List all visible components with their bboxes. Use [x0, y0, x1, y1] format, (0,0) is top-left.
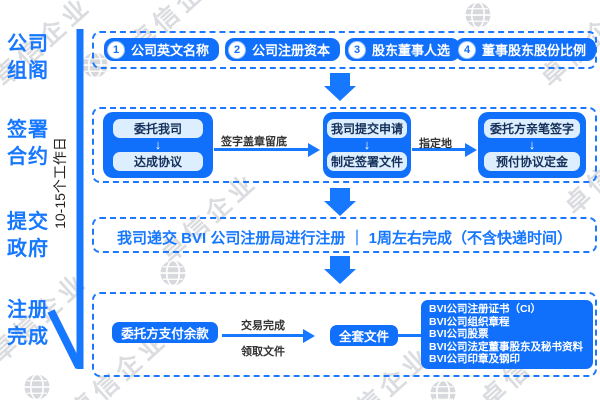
plan-item-label: 公司注册资本 [252, 43, 331, 58]
sign-step: 预付协议定金 [484, 152, 580, 171]
plan-item-share-ratio: 4 董事股东股份比例 [455, 38, 597, 61]
arrow-label-designated-place: 指定地 [419, 138, 452, 150]
arrow-label-collect-documents: 领取文件 [241, 346, 285, 358]
document-item: BVI公司法定董事股东及秘书资料 [429, 340, 584, 353]
small-down-arrow-icon: ↓ [154, 137, 162, 152]
full-document-set-pill: 全套文件 [330, 325, 398, 346]
sign-step: 委托我司 [113, 119, 203, 138]
globe-watermark-icon [465, 1, 491, 29]
plan-item-shareholders-directors: 3 股东董事人选 [345, 38, 461, 61]
down-arrow-icon [330, 73, 350, 86]
document-item: BVI公司印章及钢印 [429, 353, 521, 366]
sign-step: 我司提交申请 [327, 119, 407, 138]
stage-label-line: 政府 [7, 238, 49, 260]
document-item: BVI公司股票 [429, 328, 489, 341]
sign-dashed-box [92, 107, 597, 183]
arrow-head-icon [303, 329, 315, 343]
stage-label-line: 公司 [7, 33, 49, 55]
globe-watermark-icon [160, 259, 186, 287]
submit-statement: 我司递交 BVI 公司注册局进行注册 ｜ 1周左右完成（不含快递时间） [116, 230, 573, 247]
step-number-badge: 1 [107, 40, 125, 59]
pay-balance-pill: 委托方支付余款 [112, 322, 218, 343]
step-number-badge: 2 [228, 40, 246, 59]
down-arrow-icon [324, 201, 356, 216]
document-item: BVI公司组织章程 [429, 315, 510, 328]
stage-label-line: 签署 [7, 119, 49, 141]
stage-label-line: 注册 [7, 299, 49, 321]
submit-dashed-box [92, 217, 597, 253]
plan-item-label: 董事股东股份比例 [482, 43, 587, 58]
complete-dashed-box [92, 292, 597, 377]
sign-group-client-sign: 委托方亲笔签字 ↓ 预付协议定金 [478, 112, 586, 178]
document-list-box: BVI公司注册证书（CI） BVI公司组织章程 BVI公司股票 BVI公司法定董… [421, 300, 593, 369]
globe-watermark-icon [24, 373, 50, 400]
stage-label-company-setup: 公司 组阁 [7, 31, 53, 85]
sign-step: 达成协议 [113, 152, 203, 171]
step-number-badge: 3 [348, 40, 366, 59]
globe-watermark-icon [430, 379, 456, 400]
arrow-line [412, 148, 466, 151]
plan-item-label: 股东董事人选 [372, 43, 451, 58]
arrow-head-icon [308, 143, 320, 157]
stage-label-line: 组阁 [7, 60, 49, 82]
plan-item-english-name: 1 公司英文名称 [104, 38, 220, 61]
arrow-label-deal-done: 交易完成 [241, 320, 285, 332]
arrow-head-icon [465, 143, 477, 157]
down-arrow-icon [324, 269, 356, 284]
timeline-arrow [47, 29, 84, 369]
stage-label-submit-government: 提交 政府 [7, 209, 53, 263]
arrow-line [214, 148, 309, 151]
small-down-arrow-icon: ↓ [528, 137, 536, 152]
arrow-label-sign-stamp: 签字盖章留底 [221, 136, 287, 148]
stage-label-line: 提交 [7, 211, 49, 233]
down-arrow-icon [324, 86, 356, 101]
sign-group-entrust: 委托我司 ↓ 达成协议 [103, 112, 213, 178]
stage-label-registration-complete: 注册 完成 [7, 297, 53, 351]
sign-step: 制定签署文件 [327, 152, 407, 171]
step-number-badge: 4 [458, 40, 476, 59]
sign-step: 委托方亲笔签字 [484, 119, 580, 138]
plan-item-registered-capital: 2 公司注册资本 [225, 38, 341, 61]
sign-group-apply: 我司提交申请 ↓ 制定签署文件 [323, 112, 411, 178]
stage-label-line: 合约 [7, 146, 49, 168]
down-arrow-icon [330, 188, 350, 201]
down-arrow-icon [330, 256, 350, 269]
arrow-line [222, 334, 304, 337]
stage-label-line: 完成 [7, 326, 49, 348]
document-item: BVI公司注册证书（CI） [429, 303, 542, 316]
connector-line [397, 334, 422, 337]
stage-label-sign-contract: 签署 合约 [7, 117, 53, 171]
plan-item-label: 公司英文名称 [131, 43, 210, 58]
small-down-arrow-icon: ↓ [363, 137, 371, 152]
